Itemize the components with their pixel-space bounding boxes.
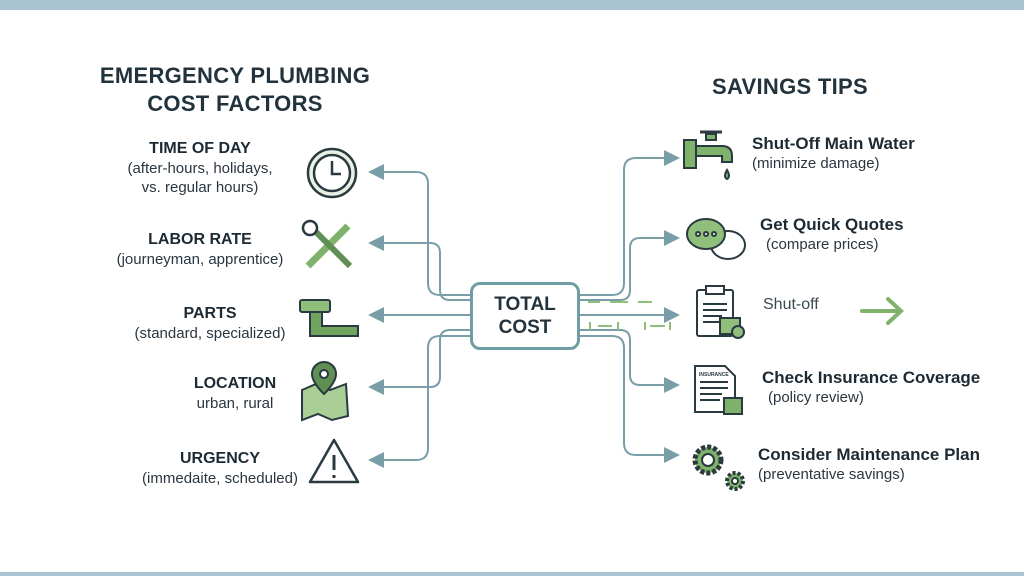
tip-title: Check Insurance Coverage: [762, 368, 981, 387]
bottom-band: [0, 572, 1024, 576]
top-band: [0, 0, 1024, 10]
factor-title: LABOR RATE: [148, 231, 252, 248]
left-title: EMERGENCY PLUMBING COST FACTORS: [70, 62, 400, 118]
left-title-line1: EMERGENCY PLUMBING: [99, 63, 371, 88]
factor-sub: (journeyman, apprentice): [116, 251, 284, 268]
tip-get-quick-quotes: Get Quick Quotes (compare prices): [760, 214, 904, 254]
connector-location: [368, 329, 470, 395]
tip-title: Shut-Off Main Water: [752, 134, 915, 153]
total-cost-box: TOTAL COST: [470, 282, 580, 350]
factor-title: TIME OF DAY: [149, 140, 251, 157]
factor-sub: (after-hours, holidays,: [127, 160, 273, 177]
total-cost-line1: TOTAL: [494, 294, 556, 315]
factor-title: URGENCY: [179, 450, 260, 467]
tip-sub: (compare prices): [766, 236, 879, 253]
green-arrow-icon: [860, 297, 904, 325]
connector-tip1: [580, 150, 680, 296]
connector-tip5: [580, 335, 680, 463]
connector-tip4: [580, 329, 680, 393]
factor-location: LOCATION urban, rural: [135, 374, 335, 413]
tip-title: Get Quick Quotes: [760, 215, 904, 234]
connector-tip2: [580, 230, 680, 301]
factor-sub: (standard, specialized): [134, 325, 286, 342]
connector-labor: [368, 235, 470, 301]
tip-sub: (minimize damage): [752, 155, 880, 172]
tip-shut-off: Shut-off: [763, 296, 819, 313]
factor-parts: PARTS (standard, specialized): [110, 304, 310, 343]
factor-sub: vs. regular hours): [141, 179, 259, 196]
dashed-green-return: [589, 322, 671, 330]
factor-time-of-day: TIME OF DAY (after-hours, holidays, vs. …: [100, 139, 300, 197]
factor-sub: urban, rural: [196, 395, 274, 412]
left-title-line2: COST FACTORS: [147, 91, 323, 116]
tip-title: Consider Maintenance Plan: [758, 445, 980, 464]
factor-title: PARTS: [183, 305, 237, 322]
connector-time: [368, 164, 470, 296]
connector-urgency: [368, 335, 470, 468]
tip-shut-off-main-water: Shut-Off Main Water (minimize damage): [752, 133, 915, 173]
factor-title: LOCATION: [193, 375, 277, 392]
right-title: SAVINGS TIPS: [712, 74, 868, 99]
factor-labor-rate: LABOR RATE (journeyman, apprentice): [95, 230, 305, 269]
tip-sub: (policy review): [768, 389, 864, 406]
tip-maintenance-plan: Consider Maintenance Plan (preventative …: [758, 444, 980, 484]
factor-sub: (immedaite, scheduled): [142, 470, 298, 487]
total-cost-line2: COST: [498, 317, 552, 338]
factor-urgency: URGENCY (immedaite, scheduled): [120, 449, 320, 488]
tip-sub: (preventative savings): [758, 466, 905, 483]
tip-check-insurance: Check Insurance Coverage (policy review): [762, 367, 980, 407]
